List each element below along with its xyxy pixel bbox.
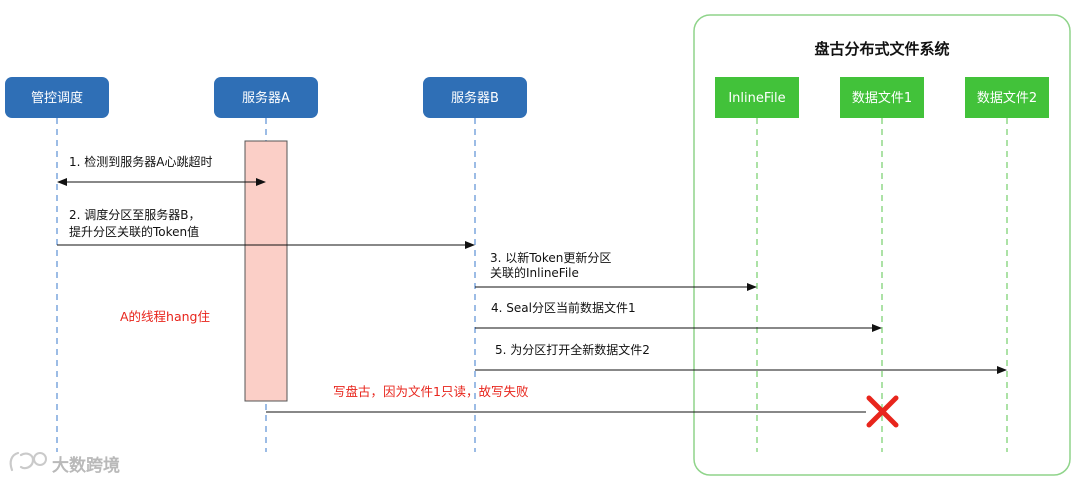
actor-inline-file-label: InlineFile [728,91,785,106]
actor-data-file-2: 数据文件2 [965,77,1049,118]
actor-inline-file: InlineFile [715,77,799,118]
message-2-label-line2: 提升分区关联的Token值 [69,224,199,239]
message-4-label: 4. Seal分区当前数据文件1 [491,300,636,315]
message-2-label-line1: 2. 调度分区至服务器B， [69,207,201,222]
actor-scheduler: 管控调度 [5,77,109,118]
hang-note: A的线程hang住 [120,309,210,324]
message-6-label: 写盘古，因为文件1只读，故写失败 [333,384,529,399]
group-title: 盘古分布式文件系统 [814,40,949,58]
red-x-icon [866,395,899,428]
actor-data-file-2-label: 数据文件2 [977,91,1037,106]
server-a-activation [244,140,288,402]
actor-server-b: 服务器B [423,77,527,118]
brand-logo-icon [9,451,47,472]
actor-server-a: 服务器A [214,77,318,118]
actor-server-b-label: 服务器B [451,90,499,106]
message-5-label: 5. 为分区打开全新数据文件2 [495,342,650,357]
actor-data-file-1-label: 数据文件1 [852,91,912,106]
message-3-label-line2: 关联的InlineFile [490,265,579,280]
actor-scheduler-label: 管控调度 [31,90,83,106]
pangu-group-frame [693,14,1071,476]
actor-server-a-label: 服务器A [242,90,290,106]
actor-data-file-1: 数据文件1 [840,77,924,118]
message-1-label: 1. 检测到服务器A心跳超时 [69,154,212,169]
watermark-text: 大数跨境 [52,455,120,476]
message-3-label-line1: 3. 以新Token更新分区 [490,250,611,265]
